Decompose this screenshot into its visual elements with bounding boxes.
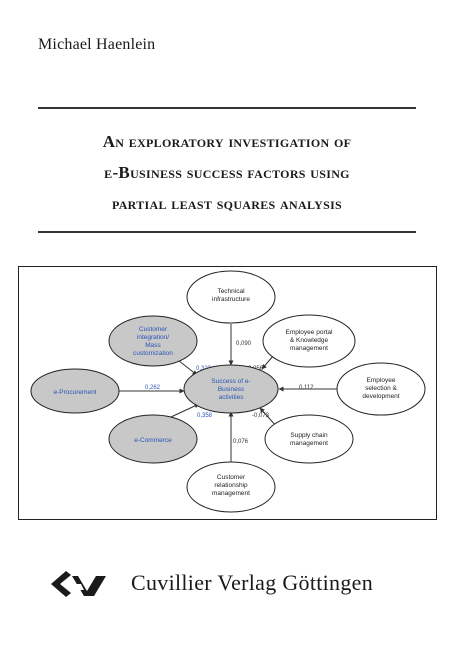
coef-employee-selection: 0,112 [299, 385, 314, 391]
node-employee-portal: Employee portal & Knowledge management [262, 314, 356, 368]
employee-portal-line-3: management [290, 345, 328, 352]
customer-integration-line-1: Customer [139, 326, 168, 333]
coef-technical: 0,090 [236, 341, 252, 347]
center-line-2: Business [218, 386, 245, 393]
crm-line-1: Customer [217, 474, 246, 481]
publisher-logo-icon [51, 571, 106, 597]
supply-chain-line-2: management [290, 440, 328, 447]
customer-integration-line-4: customization [133, 350, 173, 357]
eprocurement-label: e-Procurement [54, 389, 97, 396]
coef-eprocurement: 0,262 [145, 385, 161, 391]
employee-selection-line-3: development [362, 393, 399, 400]
supply-chain-line-1: Supply chain [290, 432, 328, 439]
title-line-2: e-Business success factors using [104, 163, 350, 182]
publisher-name: Cuvillier Verlag Göttingen [131, 570, 374, 595]
coef-crm: 0,076 [233, 439, 249, 445]
crm-line-2: relationship [214, 482, 248, 489]
ecommerce-label: e-Commerce [134, 437, 172, 444]
node-ecommerce: e-Commerce [108, 414, 198, 464]
publisher-block: Cuvillier Verlag Göttingen [48, 566, 428, 606]
coef-supply-chain: -0,073 [252, 413, 270, 419]
technical-line-1: Technical [217, 288, 245, 295]
employee-selection-line-1: Employee [367, 377, 396, 384]
node-technical-infrastructure: Technical infrastructure [186, 270, 276, 324]
coef-ecommerce: 0,358 [197, 413, 213, 419]
title-line-1: An exploratory investigation of [102, 132, 352, 151]
author-name: Michael Haenlein [38, 36, 156, 53]
bottom-rule [38, 231, 416, 233]
employee-portal-line-2: & Knowledge [290, 337, 329, 344]
center-line-1: Success of e- [211, 378, 250, 385]
node-customer-integration: Customer integration/ Mass customization [108, 315, 198, 367]
employee-selection-line-2: selection & [365, 385, 397, 392]
customer-integration-line-3: Mass [145, 342, 161, 349]
arrow-ecommerce [170, 403, 200, 418]
node-employee-selection: Employee selection & development [336, 362, 426, 416]
center-line-3: activities [219, 394, 245, 401]
node-supply-chain: Supply chain management [264, 414, 354, 464]
crm-line-3: management [212, 490, 250, 497]
employee-portal-line-1: Employee portal [286, 329, 334, 336]
path-model-diagram: 0,090 0,323 0,056 0,262 0,112 0,358 -0,0… [18, 266, 437, 520]
node-eprocurement: e-Procurement [30, 368, 120, 414]
book-title: An exploratory investigation of e-Busine… [38, 126, 416, 219]
customer-integration-line-2: integration/ [137, 334, 169, 341]
technical-line-2: infrastructure [212, 296, 250, 303]
node-success-center: Success of e- Business activities [183, 364, 279, 414]
diagram-svg: 0,090 0,323 0,056 0,262 0,112 0,358 -0,0… [30, 270, 426, 513]
node-crm: Customer relationship management [186, 461, 276, 513]
top-rule [38, 107, 416, 109]
title-line-3: partial least squares analysis [111, 194, 343, 213]
